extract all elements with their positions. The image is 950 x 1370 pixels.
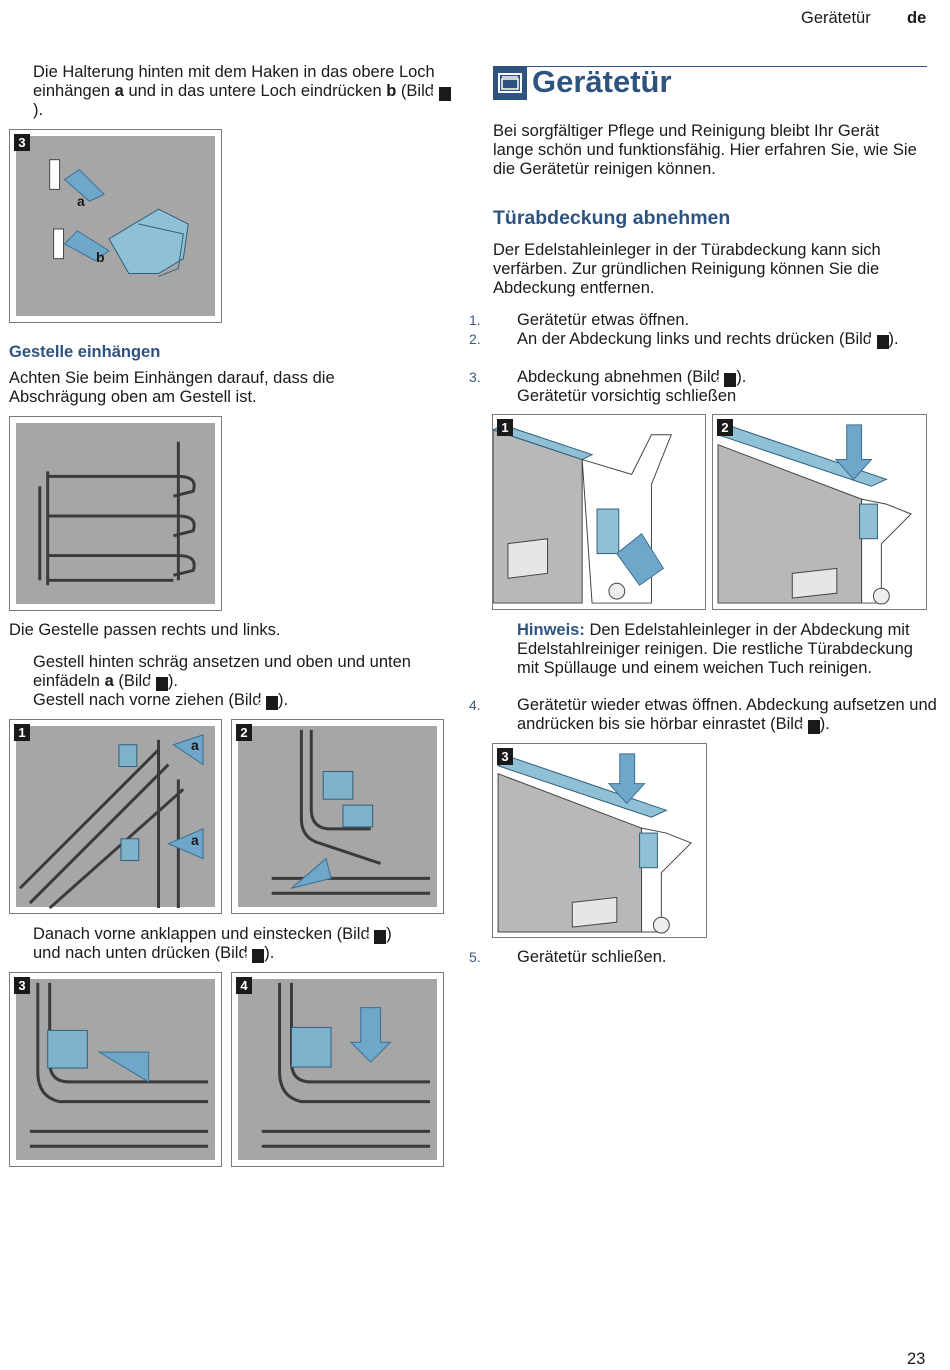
- note: Hinweis: Den Edelstahleinleger in der Ab…: [517, 621, 913, 677]
- label-a: a: [191, 737, 199, 753]
- left-step-2: 2.Gestell nach vorne ziehen (Bild 2).: [33, 691, 289, 710]
- figure-hook-holder: 3 a b: [9, 129, 222, 323]
- figure-badge: 2: [236, 724, 252, 741]
- figure-rack: [9, 416, 222, 611]
- right-step-5: 5.Gerätetür schließen.: [469, 948, 667, 966]
- label-a: a: [77, 193, 85, 209]
- gestelle-fit: Die Gestelle passen rechts und links.: [9, 621, 281, 639]
- figure-rack-step-2: 2: [231, 719, 444, 914]
- cover-intro: Der Edelstahleinleger in der Türabdeckun…: [493, 241, 881, 297]
- header-section: Gerätetür: [801, 9, 871, 27]
- figure-badge: 4: [236, 977, 252, 994]
- figure-badge: 3: [497, 748, 513, 765]
- page-title: Gerätetür: [532, 64, 672, 99]
- left-step-3: 3.Die Halterung hinten mit dem Haken in …: [9, 63, 458, 120]
- left-step-4: 4.und nach unten drücken (Bild 4).: [33, 944, 275, 963]
- oven-door-icon: [493, 66, 527, 100]
- figure-badge: 1: [497, 419, 513, 436]
- figure-door-step-1: 1: [492, 414, 706, 610]
- figure-door-step-2: 2: [712, 414, 927, 610]
- figure-badge: 3: [14, 977, 30, 994]
- right-step-4: 4.Gerätetür wieder etwas öffnen. Abdecku…: [469, 696, 937, 734]
- label-b: b: [96, 249, 105, 265]
- gestelle-title: Gestelle einhängen: [9, 343, 161, 361]
- figure-rack-step-1: 1 a a: [9, 719, 222, 914]
- figure-door-step-3: 3: [492, 743, 707, 938]
- figure-rack-step-4: 4: [231, 972, 444, 1167]
- right-step-3: 3.Abdeckung abnehmen (Bild 2).Gerätetür …: [469, 368, 747, 405]
- intro-text: Bei sorgfältiger Pflege und Reinigung bl…: [493, 122, 917, 178]
- gestelle-intro: Achten Sie beim Einhängen darauf, dass d…: [9, 369, 335, 406]
- right-step-2: 2.An der Abdeckung links und rechts drüc…: [469, 330, 899, 349]
- figure-badge: 2: [717, 419, 733, 436]
- cover-title: Türabdeckung abnehmen: [493, 207, 731, 229]
- figure-rack-step-3: 3: [9, 972, 222, 1167]
- title-rule: [493, 66, 927, 67]
- label-a: a: [191, 832, 199, 848]
- right-step-1: 1.Gerätetür etwas öffnen.: [469, 311, 690, 329]
- figure-badge: 3: [14, 134, 30, 151]
- figure-badge: 1: [14, 724, 30, 741]
- left-step-3b: 3.Danach vorne anklappen und einstecken …: [33, 925, 392, 944]
- note-label: Hinweis:: [517, 621, 585, 639]
- page-number: 23: [907, 1350, 926, 1368]
- header-lang: de: [907, 9, 927, 27]
- left-step-1: 1.Gestell hinten schräg ansetzen und obe…: [33, 653, 411, 691]
